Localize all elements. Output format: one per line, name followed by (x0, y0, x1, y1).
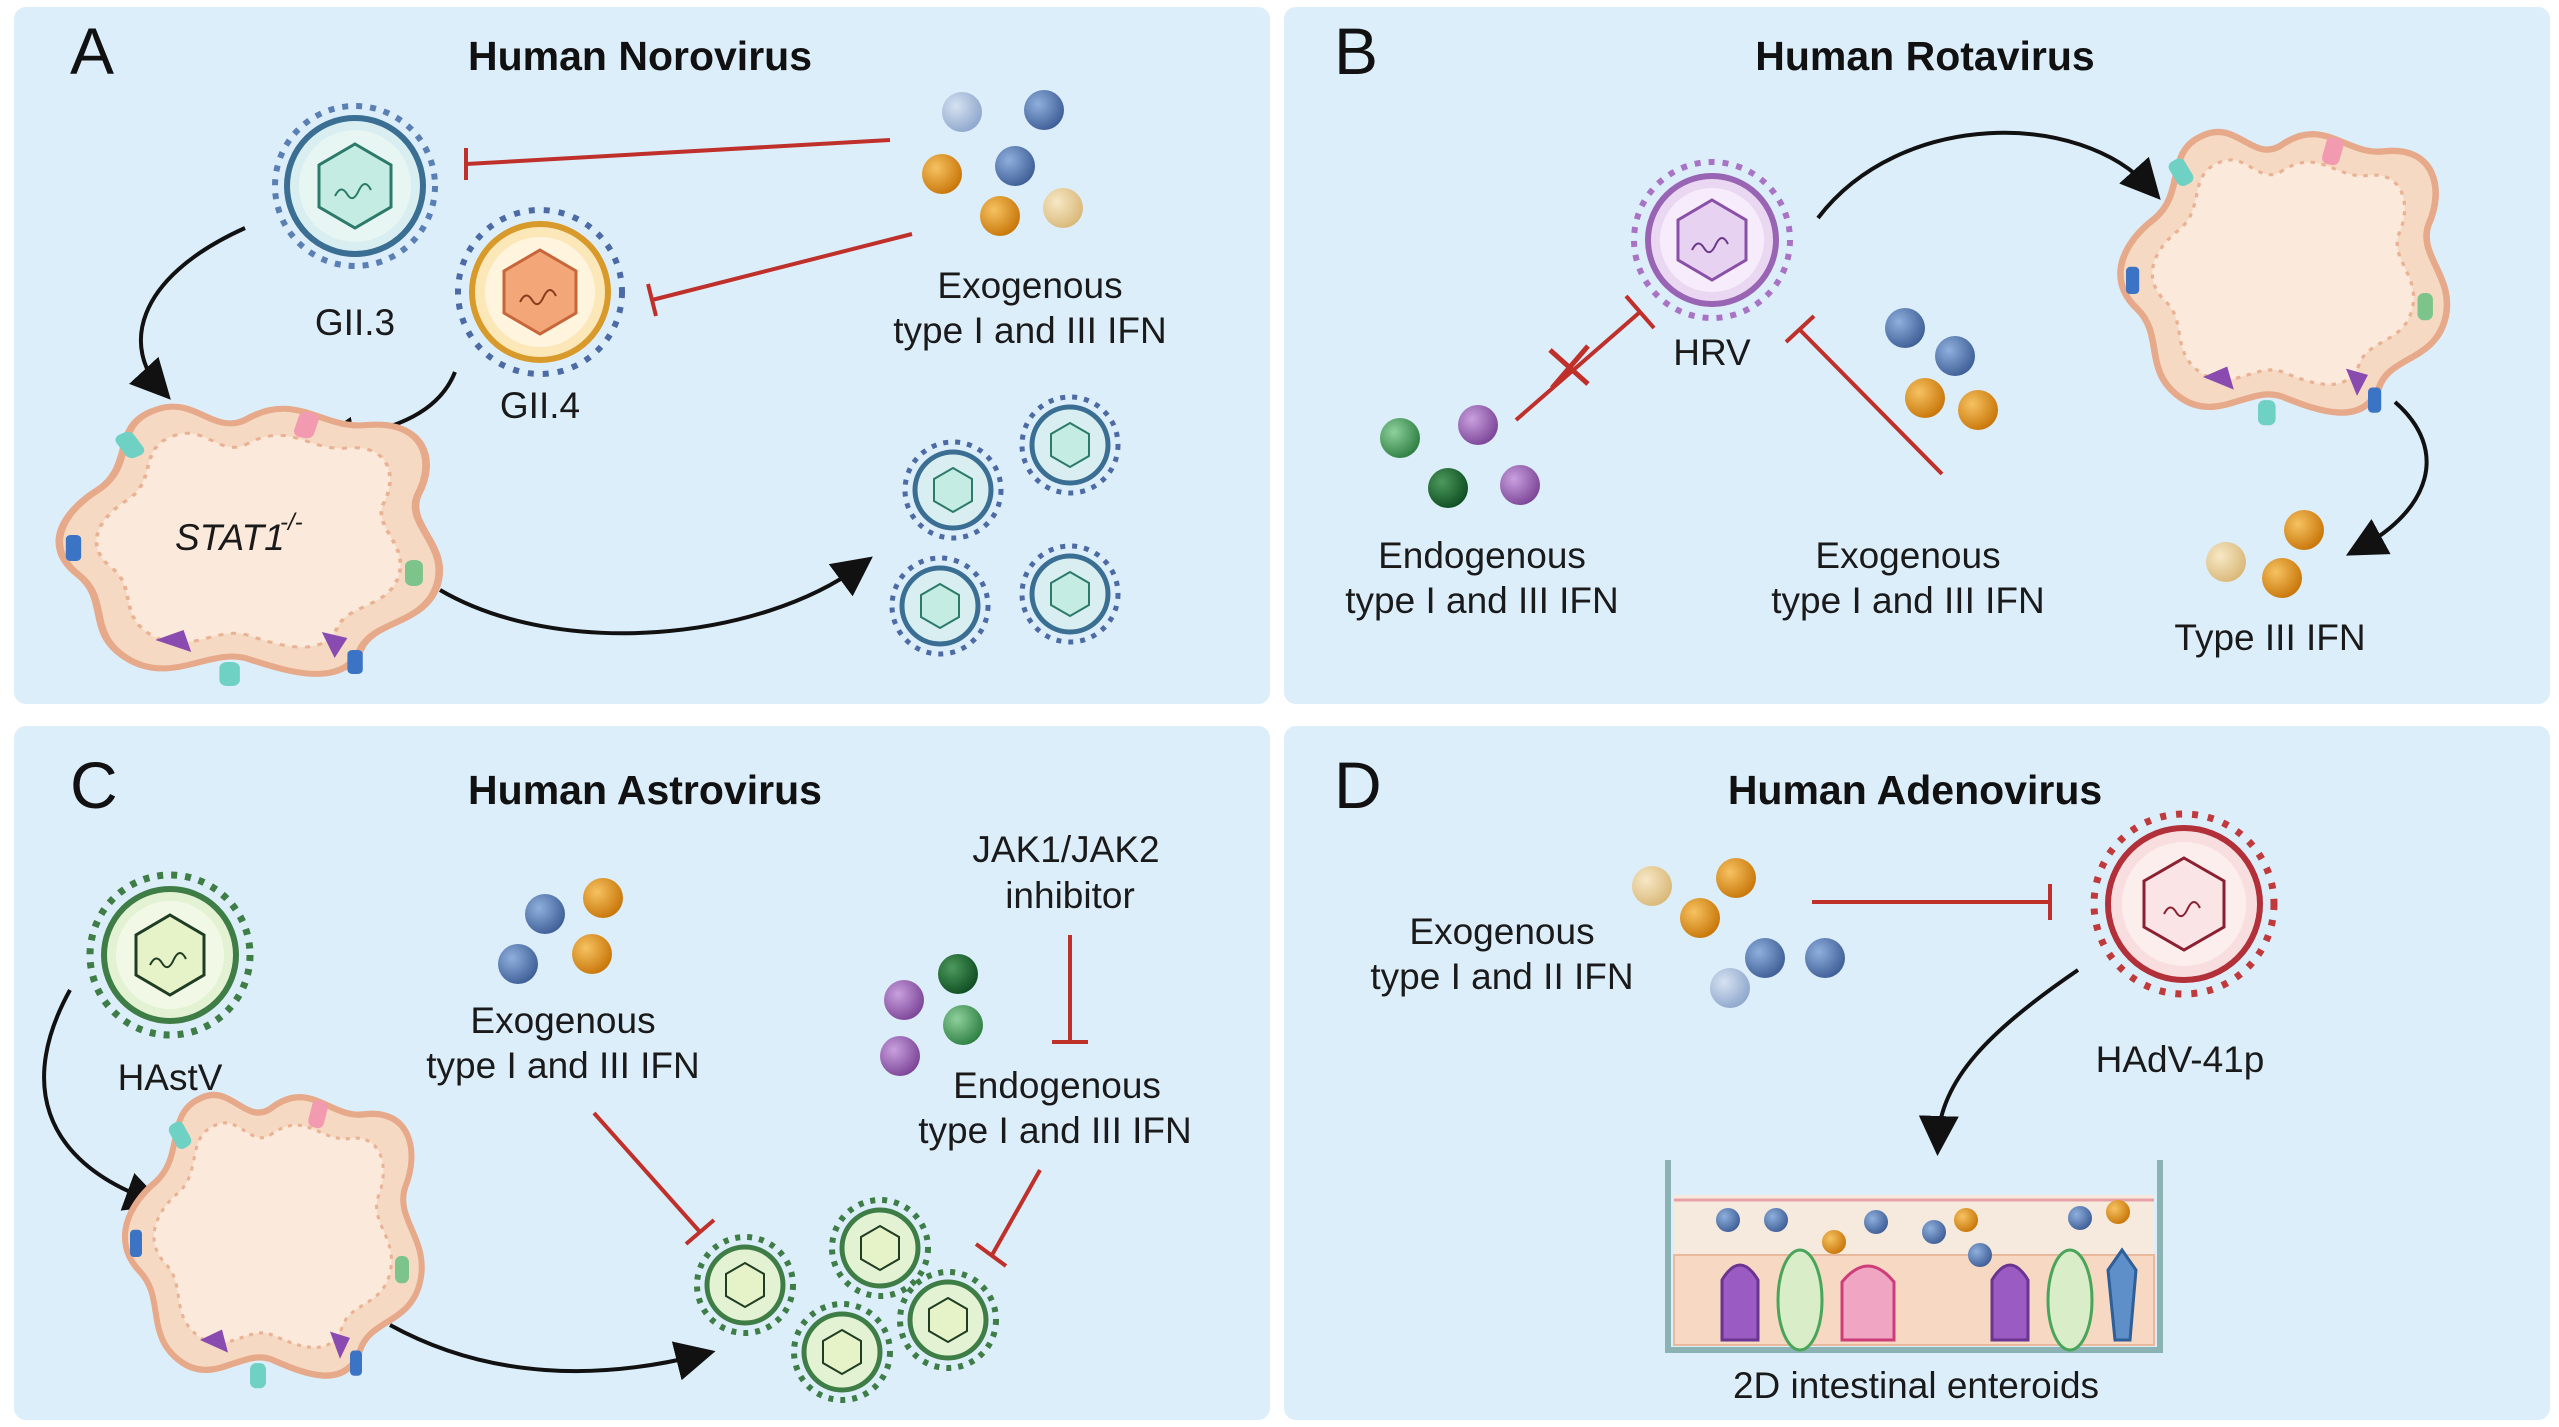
panel-b-title: Human Rotavirus (1755, 33, 2094, 79)
panel-c-title: Human Astrovirus (468, 767, 822, 813)
replicated-virus-cluster-icon (889, 394, 1121, 657)
infection-arrow (1918, 968, 2080, 1156)
exogenous-ifn-cluster-icon (1885, 308, 1998, 430)
exogenous-label-line2: type I and II IFN (1370, 956, 1633, 997)
panel-d-title: Human Adenovirus (1728, 767, 2102, 813)
jak-inhibitor-label-line2: inhibitor (1005, 875, 1135, 916)
panel-c: C Human Astrovirus HAstV Exogenous type … (14, 726, 1270, 1420)
production-arrow (2345, 400, 2429, 556)
panel-d: D Human Adenovirus Exogenous type I and … (1284, 726, 2550, 1420)
adenovirus-hadv41p-icon (2090, 810, 2278, 998)
inhibition-bar (646, 283, 658, 317)
culture-label: 2D intestinal enteroids (1733, 1365, 2099, 1406)
endogenous-label-line2: type I and III IFN (918, 1110, 1192, 1151)
exogenous-label-line2: type I and III IFN (426, 1045, 700, 1086)
organoid-label: STAT1 (175, 517, 285, 558)
inhibition-line (592, 1111, 702, 1234)
organoid-label-superscript: -/- (280, 509, 303, 536)
rotavirus-hrv-icon (1631, 159, 1793, 321)
panel-a: A Human Norovirus GII.3 GII.4 (14, 7, 1270, 704)
inhibition-line (1798, 328, 1944, 476)
inhibition-bar (974, 1242, 1008, 1268)
endogenous-ifn-cluster-icon (1380, 405, 1540, 508)
endogenous-label-line2: type I and III IFN (1345, 580, 1619, 621)
ifn-label-line1: Exogenous (937, 265, 1122, 306)
endogenous-label-line1: Endogenous (953, 1065, 1161, 1106)
inhibition-line (465, 138, 891, 166)
blocked-cross-icon (1548, 344, 1590, 390)
norovirus-gii4-icon (455, 207, 625, 377)
exogenous-label-line2: type I and III IFN (1771, 580, 2045, 621)
panel-b: B Human Rotavirus HRV Endogenous type I … (1284, 7, 2550, 704)
inhibition-bar (1784, 314, 1816, 344)
exogenous-label-line1: Exogenous (1815, 535, 2000, 576)
endogenous-ifn-cluster-icon (880, 954, 983, 1076)
virus-label-hadv41p: HAdV-41p (2096, 1039, 2265, 1080)
exogenous-ifn-cluster-icon (1632, 858, 1845, 1008)
inhibition-bar (684, 1218, 716, 1246)
panel-b-letter: B (1334, 14, 1378, 88)
type-iii-ifn-label: Type III IFN (2174, 617, 2365, 658)
inhibition-line (1514, 310, 1642, 422)
strain-label-gii3: GII.3 (315, 302, 395, 343)
enteroid-culture-well-icon (1665, 1160, 2163, 1353)
virus-label-hrv: HRV (1673, 332, 1751, 373)
infection-arrow (42, 989, 166, 1211)
panel-d-letter: D (1334, 748, 1382, 822)
strain-label-gii4: GII.4 (500, 385, 580, 426)
virus-label-hastv: HAstV (118, 1057, 223, 1098)
type-iii-ifn-cluster-icon (2206, 510, 2324, 598)
replicated-virus-cluster-icon (694, 1197, 999, 1403)
ifn-cluster-icon (922, 90, 1083, 236)
inhibition-line (651, 232, 913, 302)
jak-inhibitor-label-line1: JAK1/JAK2 (972, 829, 1159, 870)
panel-c-letter: C (70, 748, 118, 822)
panel-a-letter: A (70, 14, 114, 88)
panel-a-title: Human Norovirus (468, 33, 812, 79)
infection-arrow (1816, 130, 2161, 220)
exogenous-label-line1: Exogenous (1409, 911, 1594, 952)
infection-arrow (129, 226, 246, 400)
endogenous-label-line1: Endogenous (1378, 535, 1586, 576)
norovirus-gii3-icon (272, 103, 438, 269)
inhibition-bar (1624, 294, 1656, 330)
inhibition-line (990, 1169, 1042, 1256)
replication-arrow (438, 556, 873, 636)
astrovirus-hastv-icon (86, 871, 254, 1039)
exogenous-label-line1: Exogenous (470, 1000, 655, 1041)
ifn-label-line2: type I and III IFN (893, 310, 1167, 351)
exogenous-ifn-cluster-icon (498, 878, 623, 984)
replication-arrow (389, 1323, 716, 1381)
